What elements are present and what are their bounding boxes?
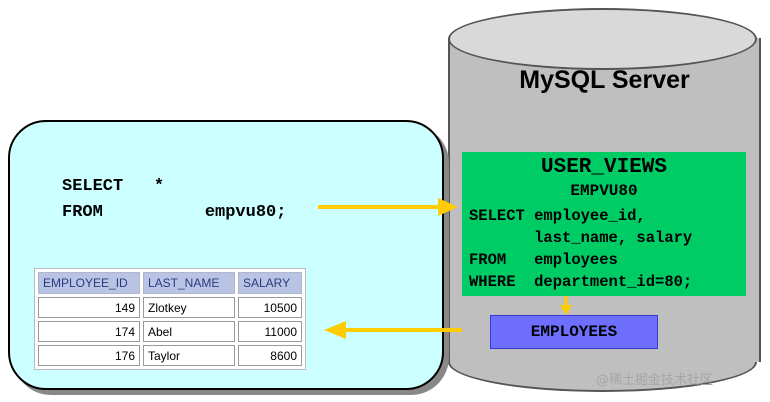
employees-table-box: EMPLOYEES [490,315,658,349]
column-header: SALARY [238,272,302,294]
database-cylinder-top [448,8,757,70]
view-name: EMPVU80 [570,182,638,200]
sql-query-line: SELECT * [62,177,165,196]
view-definition-line: last_name, salary [469,229,693,247]
cell-salary: 10500 [238,297,302,318]
column-header: EMPLOYEE_ID [38,272,140,294]
cell-salary: 11000 [238,321,302,342]
cell-last-name: Abel [143,321,235,342]
cell-employee-id: 149 [38,297,140,318]
cell-last-name: Zlotkey [143,297,235,318]
cell-employee-id: 174 [38,321,140,342]
view-definition-line: SELECT employee_id, [469,207,646,225]
cell-salary: 8600 [238,345,302,366]
view-definition-line: WHERE department_id=80; [469,273,693,291]
cell-employee-id: 176 [38,345,140,366]
sql-query: SELECT * FROM empvu80; [62,174,286,226]
cell-last-name: Taylor [143,345,235,366]
table-row: 149 Zlotkey 10500 [38,297,302,318]
table-row: 174 Abel 11000 [38,321,302,342]
view-definition-line: FROM employees [469,251,618,269]
user-views-title: USER_VIEWS [540,156,668,179]
user-views-box: USER_VIEWS EMPVU80 SELECT employee_id, l… [462,152,746,296]
result-table: EMPLOYEE_ID LAST_NAME SALARY 149 Zlotkey… [34,268,306,370]
client-panel: SELECT * FROM empvu80; EMPLOYEE_ID LAST_… [8,120,444,390]
server-title: MySQL Server [519,66,690,94]
column-header: LAST_NAME [143,272,235,294]
arrow-query-to-view [318,198,458,216]
view-definition: SELECT employee_id, last_name, salary FR… [469,205,692,293]
table-row: 176 Taylor 8600 [38,345,302,366]
sql-query-line: FROM empvu80; [62,203,287,222]
table-header-row: EMPLOYEE_ID LAST_NAME SALARY [38,272,302,294]
arrow-table-to-results [324,321,462,339]
arrow-view-to-table [560,296,572,315]
watermark: @稀土掘金技术社区 [596,373,714,388]
